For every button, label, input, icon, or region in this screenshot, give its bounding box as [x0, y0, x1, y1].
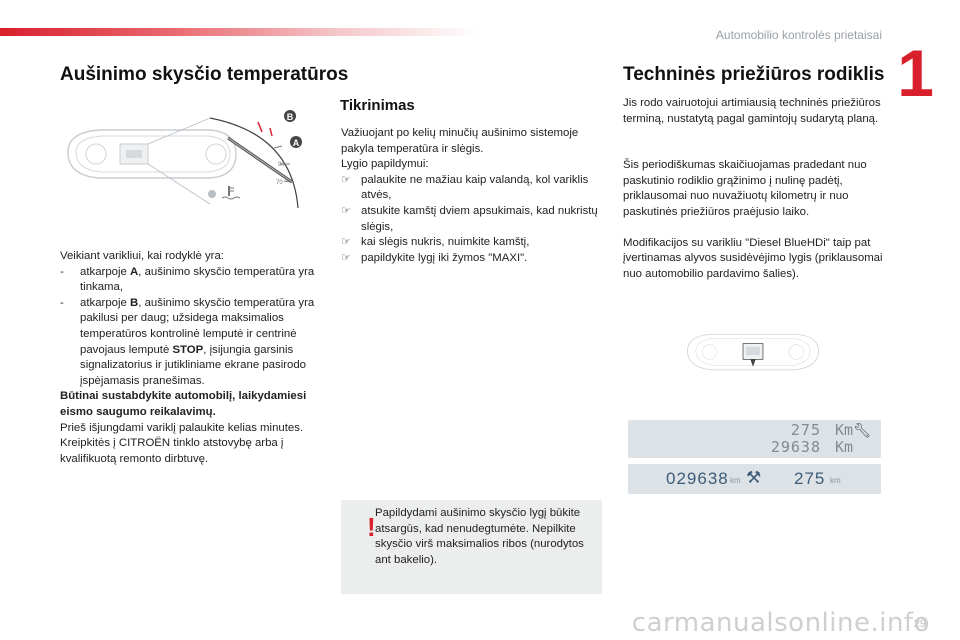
- refill-steps: palaukite ne mažiau kaip valandą, kol va…: [341, 173, 603, 267]
- wrench-icon: ⚒︎: [746, 468, 762, 487]
- list-item-key: STOP: [172, 343, 204, 356]
- gauge-tick-70: 70: [276, 180, 283, 186]
- list-item-key: B: [130, 296, 139, 309]
- gauge-label-a: A: [293, 138, 300, 148]
- refill-intro: Lygio papildymui:: [341, 158, 429, 171]
- service-text-2: Šis periodiškumas skaičiuojamas pradedan…: [623, 159, 867, 218]
- check-text: Važiuojant po kelių minučių aušinimo sis…: [341, 127, 579, 155]
- list-item: palaukite ne mažiau kaip valandą, kol va…: [341, 173, 603, 204]
- service-text-1: Jis rodo vairuotojui artimiausią technin…: [623, 97, 881, 125]
- odometer-unit: km: [730, 476, 741, 485]
- service-indicator-illustration: [687, 333, 819, 371]
- odometer-value: 29638: [770, 438, 821, 456]
- bold-warning-note: Būtinai sustabdykite automobilį, laikyda…: [60, 390, 307, 418]
- indicator-dot-icon: [208, 190, 216, 198]
- list-item-text: , įsijungia garsinis signalizatorius ir …: [80, 343, 307, 387]
- chapter-title: Automobilio kontrolės prietaisai: [715, 28, 882, 42]
- list-item-text: atkarpoje: [80, 296, 131, 309]
- middle-body: Važiuojant po kelių minučių aušinimo sis…: [341, 126, 603, 266]
- warning-text: Papildydami aušinimo skysčio lygį būkite…: [375, 507, 584, 566]
- list-item: atsukite kamštį dviem apsukimais, kad nu…: [341, 204, 603, 235]
- chapter-number: 1: [897, 36, 934, 110]
- range-list: atkarpoje A, aušinimo skysčio temperatūr…: [60, 265, 318, 390]
- service-distance: 275: [790, 421, 821, 439]
- header-accent-bar: [0, 28, 480, 36]
- section-title-check: Tikrinimas: [340, 97, 415, 114]
- wait-text: Prieš išjungdami variklį palaukite kelia…: [60, 421, 304, 434]
- service-distance-unit: Km: [834, 421, 853, 439]
- list-item-text: , aušinimo skysčio temperatūra yra pakil…: [80, 296, 315, 356]
- list-item-text: , aušinimo skysčio temperatūra yra tinka…: [80, 265, 315, 294]
- list-item-text: atkarpoje: [80, 265, 131, 278]
- wrench-icon: 🔧︎: [853, 422, 871, 438]
- service-display-2: 029638 km ⚒︎ 275 km: [628, 464, 881, 494]
- list-item: atkarpoje B, aušinimo skysčio temperatūr…: [60, 296, 318, 390]
- coolant-temperature-icon: [221, 186, 241, 200]
- list-item-key: A: [130, 265, 139, 278]
- service-text-3: Modifikacijos su varikliu "Diesel BlueHD…: [623, 236, 883, 280]
- intro-text: Veikiant varikliui, kai rodyklė yra:: [60, 250, 224, 262]
- left-body: Veikiant varikliui, kai rodyklė yra: atk…: [60, 249, 318, 467]
- gauge-tick-90: 90: [278, 162, 285, 168]
- odometer-unit: Km: [834, 438, 853, 456]
- pointer-arrow-icon: [750, 359, 756, 367]
- coolant-gauge-illustration: B A 90 70: [67, 110, 302, 209]
- watermark: carmanualsonline.info: [631, 608, 930, 638]
- section-title-coolant: Aušinimo skysčio temperatūros: [60, 64, 349, 85]
- list-item: atkarpoje A, aušinimo skysčio temperatūr…: [60, 265, 318, 296]
- service-display-1: 275 Km 🔧︎ 29638 Km: [628, 420, 881, 458]
- service-distance-unit: km: [830, 476, 841, 485]
- service-distance: 275: [794, 469, 826, 488]
- gauge-label-b: B: [287, 112, 294, 122]
- right-body: Jis rodo vairuotojui artimiausią technin…: [623, 96, 885, 282]
- warning-box: ! Papildydami aušinimo skysčio lygį būki…: [341, 500, 602, 594]
- list-item: papildykite lygį iki žymos "MAXI".: [341, 251, 603, 267]
- odometer-value: 029638: [666, 469, 729, 488]
- warning-icon: !: [367, 512, 376, 542]
- list-item: kai slėgis nukris, nuimkite kamštį,: [341, 235, 603, 251]
- contact-text: Kreipkitės į CITROËN tinklo atstovybę ar…: [60, 437, 284, 465]
- page-number: 29: [913, 618, 926, 630]
- section-title-service: Techninės priežiūros rodiklis: [623, 64, 885, 85]
